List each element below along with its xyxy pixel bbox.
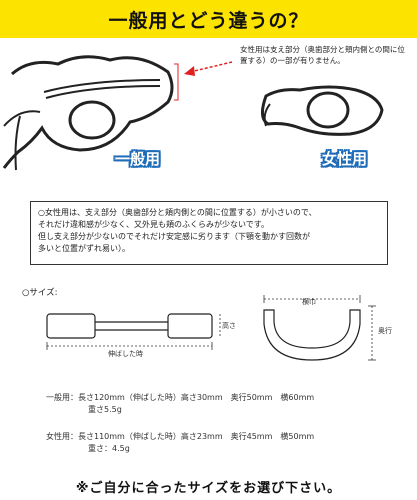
general-weight: 重さ5.5g [88,405,122,414]
female-weight: 重さ：4.5g [88,444,130,453]
info-line: 但し支え部分が少ないのでそれだけ安定感に劣ります（下顎を動かす回数が [38,232,310,241]
highlight-bracket [174,63,179,101]
width-label: 横巾 [302,298,316,306]
header-bar: 一般用とどう違うの？ [0,0,417,38]
female-specs: 女性用：長さ110mm（伸ばした時）高さ23mm 奥行45mm 横50mm 重さ… [46,431,314,455]
height-label: 高さ [222,322,236,330]
stretched-label: 伸ばした時 [108,350,143,358]
footer-note: ※ご自分に合ったサイズをお選び下さい。 [75,481,342,496]
stretched-dimension [46,314,221,350]
general-specs: 一般用：長さ120mm（伸ばした時）高さ30mm 奥行50mm 横60mm 重さ… [46,392,314,416]
female-label: 女性用 [322,150,368,168]
u-shape-view [263,309,361,361]
comparison-illustration [2,55,384,171]
pointer-arrow [184,61,233,76]
page-title: 一般用とどう違うの？ [108,9,309,32]
female-spec-line: 女性用：長さ110mm（伸ばした時）高さ23mm 奥行45mm 横50mm [46,432,315,441]
general-mouthpiece-drawing [2,55,174,171]
size-diagrams [46,295,376,361]
general-spec-line: 一般用：長さ120mm（伸ばした時）高さ30mm 奥行50mm 横60mm [46,393,315,402]
general-label: 一般用 [115,150,161,168]
info-line: それだけ違和感が少なく、又外見も頬のふくらみが少ないです。 [38,220,269,229]
info-box: ○女性用は、支え部分（奥歯部分と頬内側との間に位置する）が小さいので、 それだけ… [30,201,388,265]
u-shape-dimensions [263,295,376,361]
female-mouthpiece-drawing [261,85,384,136]
depth-label: 奥行 [378,327,392,335]
stretched-view [46,313,213,339]
size-heading: ○サイズ: [22,288,58,298]
info-line: ○女性用は、支え部分（奥歯部分と頬内側との間に位置する）が小さいので、 [38,208,317,217]
info-line: 多いと位置がずれ易い）。 [38,244,130,253]
female-note: 女性用は支え部分（奥歯部分と頬内側との間に位置する）の一部が有りません。 [240,45,405,65]
